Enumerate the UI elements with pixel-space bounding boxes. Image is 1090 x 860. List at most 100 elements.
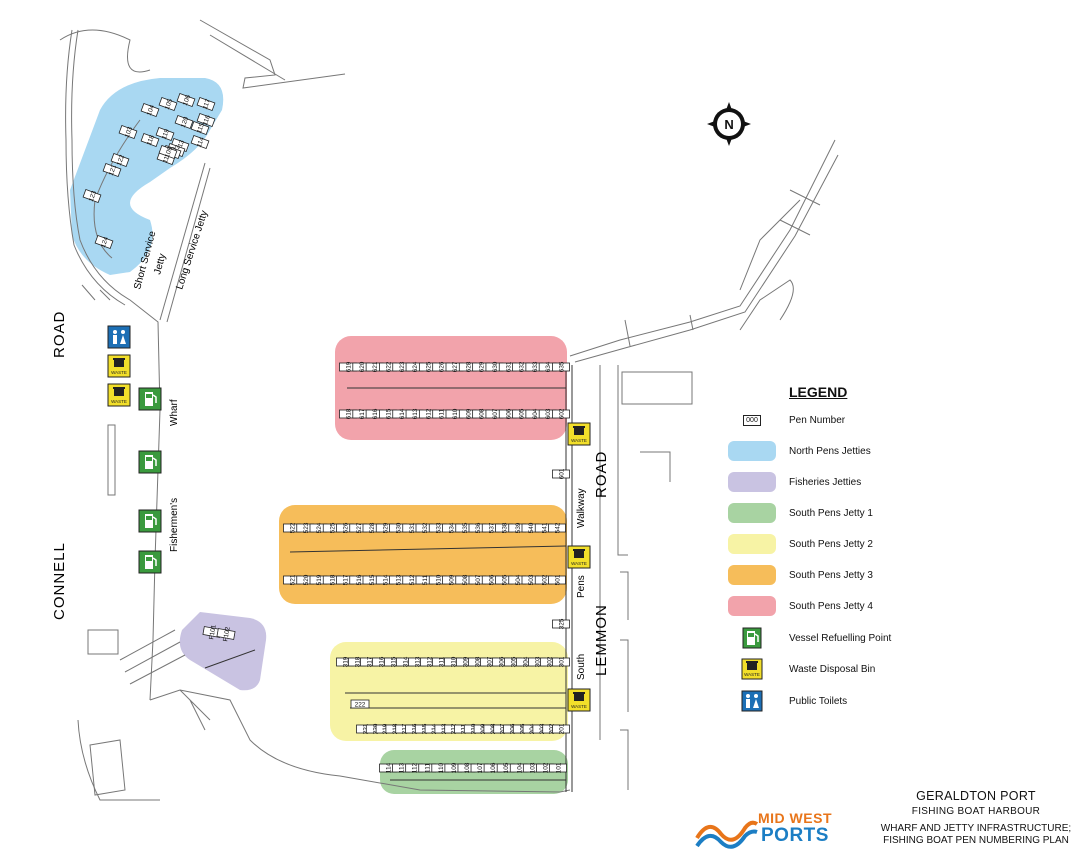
svg-text:611: 611 xyxy=(439,408,446,419)
svg-text:116: 116 xyxy=(202,114,212,126)
svg-text:542: 542 xyxy=(555,522,562,533)
pen-525: 525 xyxy=(322,522,341,533)
svg-text:523: 523 xyxy=(303,522,310,533)
legend-swatch xyxy=(728,565,776,585)
svg-text:603: 603 xyxy=(545,408,552,419)
svg-text:F102: F102 xyxy=(222,626,232,642)
pen-F102: F102 xyxy=(216,626,236,642)
svg-text:307: 307 xyxy=(487,656,494,667)
svg-text:528: 528 xyxy=(369,522,376,533)
fishermens-label: Fishermen's xyxy=(169,498,180,552)
svg-text:527: 527 xyxy=(356,522,363,533)
svg-text:106: 106 xyxy=(182,94,192,107)
svg-text:609: 609 xyxy=(465,408,472,419)
title-block: GERALDTON PORT FISHING BOAT HARBOUR WHAR… xyxy=(862,789,1090,846)
svg-text:535: 535 xyxy=(462,522,469,533)
svg-text:517: 517 xyxy=(343,574,350,585)
svg-text:508: 508 xyxy=(462,574,469,585)
legend-south-2: South Pens Jetty 2 xyxy=(728,532,1028,556)
legend-toilets: Public Toilets xyxy=(728,689,1028,713)
svg-text:525: 525 xyxy=(329,522,336,533)
pen-542: 542 xyxy=(548,522,566,533)
svg-text:313: 313 xyxy=(415,656,422,667)
title-line-3: WHARF AND JETTY INFRASTRUCTURE; xyxy=(880,823,1072,834)
waste-bin-icon: WASTE xyxy=(107,354,131,378)
svg-text:513: 513 xyxy=(396,574,403,585)
zone-south-pens-jetty-2 xyxy=(330,642,568,741)
svg-text:102: 102 xyxy=(542,762,549,773)
legend-swatch xyxy=(728,472,776,492)
pen-120: 120 xyxy=(174,114,194,130)
svg-text:111: 111 xyxy=(425,763,432,773)
legend-waste: WASTE Waste Disposal Bin xyxy=(728,657,1028,681)
pen-528: 528 xyxy=(362,522,381,533)
svg-text:634: 634 xyxy=(545,361,552,372)
legend-label: South Pens Jetty 1 xyxy=(789,507,873,519)
svg-text:113: 113 xyxy=(176,139,186,151)
svg-text:109: 109 xyxy=(164,146,174,159)
svg-text:WASTE: WASTE xyxy=(111,370,127,375)
legend-south-1: South Pens Jetty 1 xyxy=(728,501,1028,525)
svg-text:119: 119 xyxy=(161,128,171,140)
svg-text:502: 502 xyxy=(541,574,548,585)
svg-text:113: 113 xyxy=(399,762,406,773)
pen-617: 617 xyxy=(352,408,371,419)
connell-road-label: CONNELL xyxy=(51,542,68,620)
pen-540: 540 xyxy=(521,522,540,533)
road-label-left: ROAD xyxy=(51,311,68,358)
svg-text:114: 114 xyxy=(196,136,206,148)
svg-text:302: 302 xyxy=(547,656,554,667)
pen-104: 104 xyxy=(140,102,160,118)
svg-text:511: 511 xyxy=(422,574,429,585)
svg-text:615: 615 xyxy=(385,408,392,419)
svg-text:519: 519 xyxy=(316,574,323,585)
pen-325: 325 xyxy=(552,618,570,629)
wharf-label: Wharf xyxy=(169,399,180,426)
legend-icon-slot: WASTE xyxy=(728,658,776,680)
svg-text:510: 510 xyxy=(435,574,442,585)
svg-text:619: 619 xyxy=(346,361,353,372)
svg-text:101: 101 xyxy=(556,762,563,773)
svg-text:121: 121 xyxy=(108,164,118,177)
svg-text:541: 541 xyxy=(541,522,548,533)
logo-line-2: PORTS xyxy=(761,825,829,846)
waste-bin-icon: WASTE xyxy=(567,688,591,712)
svg-text:WASTE: WASTE xyxy=(571,438,587,443)
pen-510: 510 xyxy=(428,574,447,585)
pen-105: 105 xyxy=(158,96,178,112)
pen-117: 117 xyxy=(196,96,216,112)
pen-514: 514 xyxy=(375,574,394,585)
pen-601: 601 xyxy=(552,468,570,479)
svg-text:309: 309 xyxy=(463,656,470,667)
svg-text:122: 122 xyxy=(116,154,126,167)
svg-text:614: 614 xyxy=(399,408,406,419)
svg-text:107: 107 xyxy=(477,762,484,773)
svg-text:504: 504 xyxy=(515,574,522,585)
svg-text:F101: F101 xyxy=(208,624,218,640)
legend-fisheries: Fisheries Jetties xyxy=(728,470,1028,494)
svg-text:WASTE: WASTE xyxy=(111,399,127,404)
svg-text:613: 613 xyxy=(412,408,419,419)
short-service-jetty-label-2: Jetty xyxy=(152,253,168,276)
svg-text:612: 612 xyxy=(425,408,432,419)
svg-text:104: 104 xyxy=(146,104,156,117)
svg-text:115: 115 xyxy=(196,122,206,134)
svg-text:537: 537 xyxy=(488,522,495,533)
svg-text:529: 529 xyxy=(382,522,389,533)
toilets-icon xyxy=(107,325,131,349)
legend-label: North Pens Jetties xyxy=(789,445,871,457)
pen-629: 629 xyxy=(472,361,491,372)
title-line-1: GERALDTON PORT xyxy=(916,789,1036,803)
svg-text:629: 629 xyxy=(479,361,486,372)
pen-635: 635 xyxy=(552,361,570,372)
svg-text:617: 617 xyxy=(359,408,366,419)
svg-text:WASTE: WASTE xyxy=(571,561,587,566)
legend-south-3: South Pens Jetty 3 xyxy=(728,563,1028,587)
svg-text:118: 118 xyxy=(146,134,156,146)
fuel-pump-icon xyxy=(742,627,762,649)
fuel-pump-icon xyxy=(138,509,162,533)
legend-title: LEGEND xyxy=(789,384,848,400)
pen-122: 122 xyxy=(110,152,130,168)
pen-106: 106 xyxy=(176,92,196,108)
svg-text:311: 311 xyxy=(439,656,446,667)
